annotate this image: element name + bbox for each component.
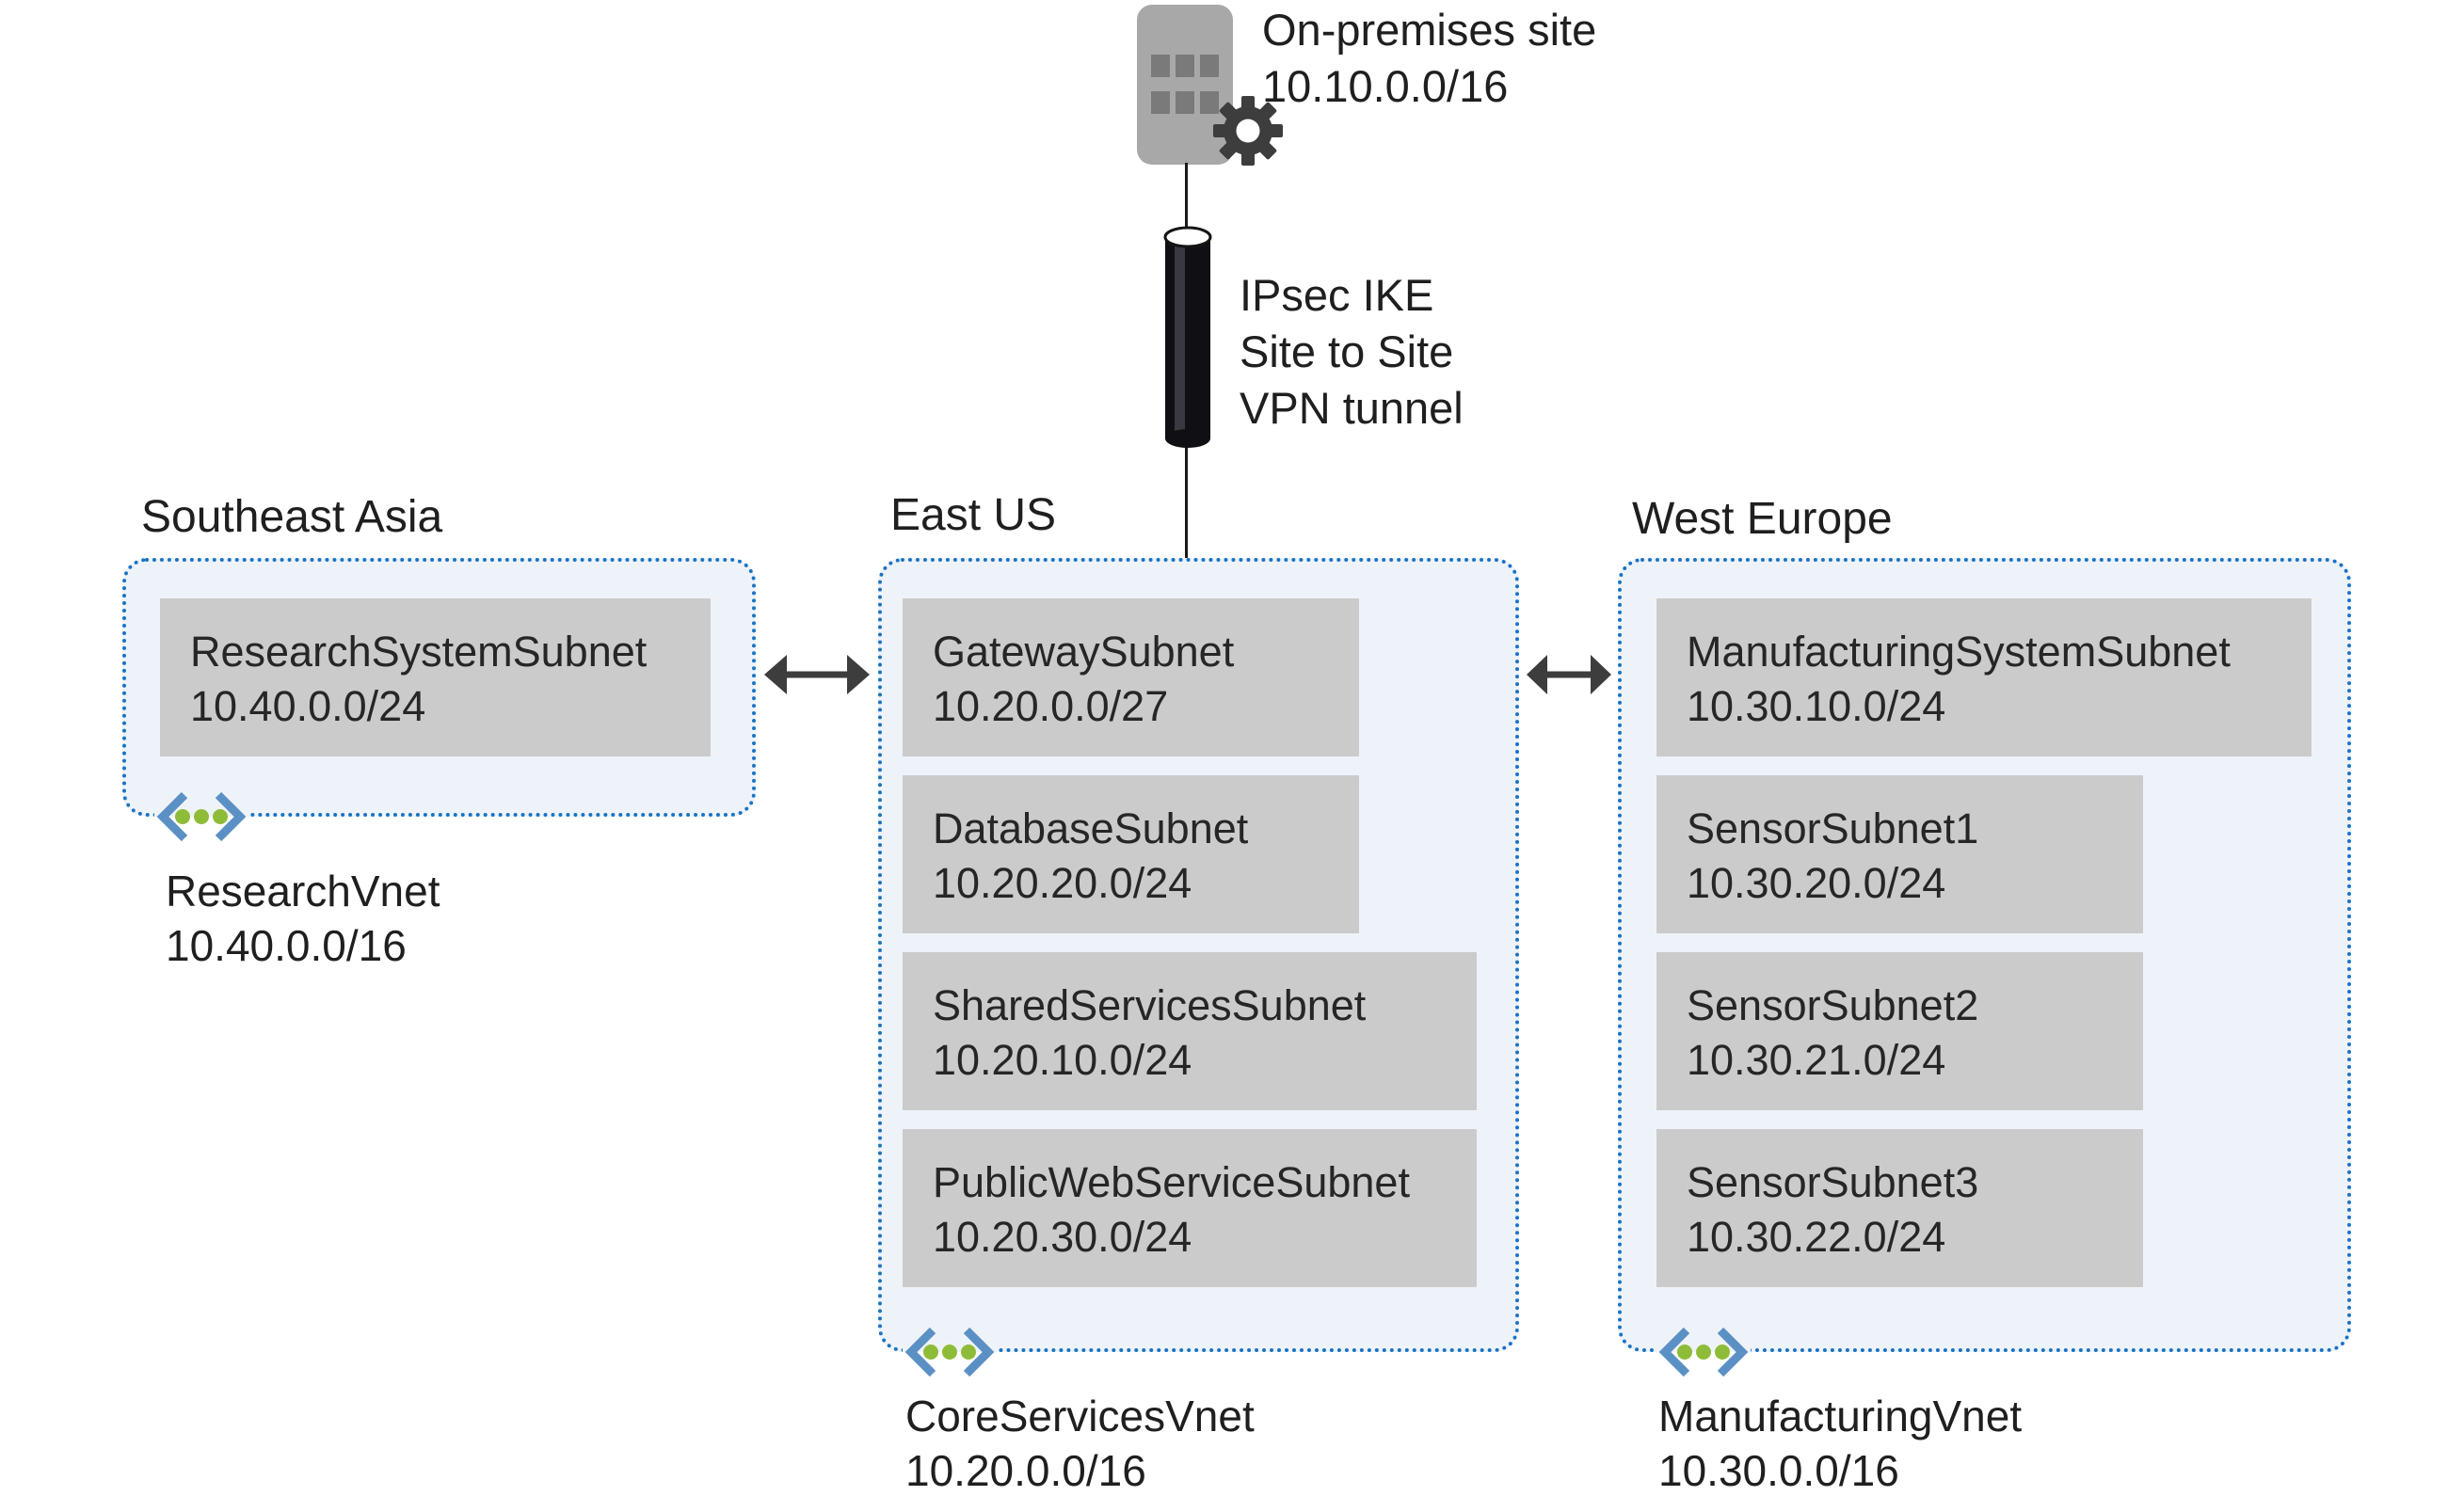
building-window-icon [1151,91,1170,114]
subnet-sensorsubnet2: SensorSubnet2 10.30.21.0/24 [1656,952,2143,1110]
subnet-databasesubnet: DatabaseSubnet 10.20.20.0/24 [903,775,1359,933]
vnet-cidr: 10.40.0.0/16 [166,921,407,970]
subnet-name: GatewaySubnet [933,628,1235,676]
building-window-icon [1200,55,1219,77]
vpn-tunnel-icon [1163,226,1212,450]
gear-icon [1213,96,1283,166]
vnet-icon-researchvnet [154,790,248,843]
subnet-publicwebservicesubnet: PublicWebServiceSubnet 10.20.30.0/24 [903,1129,1477,1287]
subnet-name: SharedServicesSubnet [933,981,1367,1029]
vnet-label-coreservicesvnet: CoreServicesVnet 10.20.0.0/16 [905,1389,1255,1496]
bidirectional-arrow-icon-eastus-westeurope [1525,653,1613,696]
subnet-name: SensorSubnet2 [1687,981,1979,1029]
vnet-icon-coreservicesvnet [903,1326,997,1378]
vnet-label-researchvnet: ResearchVnet 10.40.0.0/16 [166,864,440,973]
vpn-tunnel-label-line2: Site to Site [1240,326,1454,376]
subnet-cidr: 10.30.20.0/24 [1687,859,1946,907]
subnet-name: DatabaseSubnet [933,804,1249,852]
vpn-tunnel-label-line1: IPsec IKE [1240,270,1434,320]
vnet-name: ManufacturingVnet [1658,1392,2023,1440]
region-label-east-us: East US [890,490,1057,540]
subnet-researchsystemsubnet: ResearchSystemSubnet 10.40.0.0/24 [160,598,711,756]
region-label-west-europe: West Europe [1632,494,1893,544]
subnet-name: ResearchSystemSubnet [190,628,648,676]
subnet-name: SensorSubnet3 [1687,1158,1979,1206]
vnet-cidr: 10.30.0.0/16 [1658,1446,1899,1495]
bidirectional-arrow-icon-se-eastus [762,653,872,696]
subnet-name: SensorSubnet1 [1687,804,1979,852]
subnet-name: ManufacturingSystemSubnet [1687,628,2231,676]
building-window-icon [1176,91,1194,114]
subnet-cidr: 10.20.30.0/24 [933,1213,1192,1261]
vnet-label-manufacturingvnet: ManufacturingVnet 10.30.0.0/16 [1658,1389,2022,1496]
subnet-cidr: 10.40.0.0/24 [190,682,426,730]
subnet-cidr: 10.20.10.0/24 [933,1036,1192,1084]
vpn-tunnel-label: IPsec IKE Site to Site VPN tunnel [1240,267,1464,437]
subnet-manufacturingsystemsubnet: ManufacturingSystemSubnet 10.30.10.0/24 [1656,598,2312,756]
on-premises-label: On-premises site 10.10.0.0/16 [1262,2,1596,115]
vnet-name: CoreServicesVnet [905,1392,1255,1440]
subnet-cidr: 10.30.10.0/24 [1687,682,1946,730]
subnet-cidr: 10.20.0.0/27 [933,682,1169,730]
building-window-icon [1151,55,1170,77]
vnet-icon-manufacturingvnet [1656,1326,1751,1378]
on-premises-cidr: 10.10.0.0/16 [1262,61,1509,111]
subnet-sharedservicessubnet: SharedServicesSubnet 10.20.10.0/24 [903,952,1477,1110]
building-window-icon [1176,55,1194,77]
subnet-cidr: 10.20.20.0/24 [933,859,1192,907]
subnet-name: PublicWebServiceSubnet [933,1158,1410,1206]
subnet-sensorsubnet3: SensorSubnet3 10.30.22.0/24 [1656,1129,2143,1287]
region-label-southeast-asia: Southeast Asia [141,492,443,542]
subnet-gatewaysubnet: GatewaySubnet 10.20.0.0/27 [903,598,1359,756]
vpn-tunnel-label-line3: VPN tunnel [1240,383,1464,433]
building-window-icon [1200,91,1219,114]
subnet-cidr: 10.30.21.0/24 [1687,1036,1946,1084]
subnet-cidr: 10.30.22.0/24 [1687,1213,1946,1261]
on-premises-title: On-premises site [1262,5,1597,55]
vnet-cidr: 10.20.0.0/16 [905,1446,1146,1495]
on-premises-building-icon [1137,5,1233,165]
vnet-name: ResearchVnet [166,867,440,915]
subnet-sensorsubnet1: SensorSubnet1 10.30.20.0/24 [1656,775,2143,933]
